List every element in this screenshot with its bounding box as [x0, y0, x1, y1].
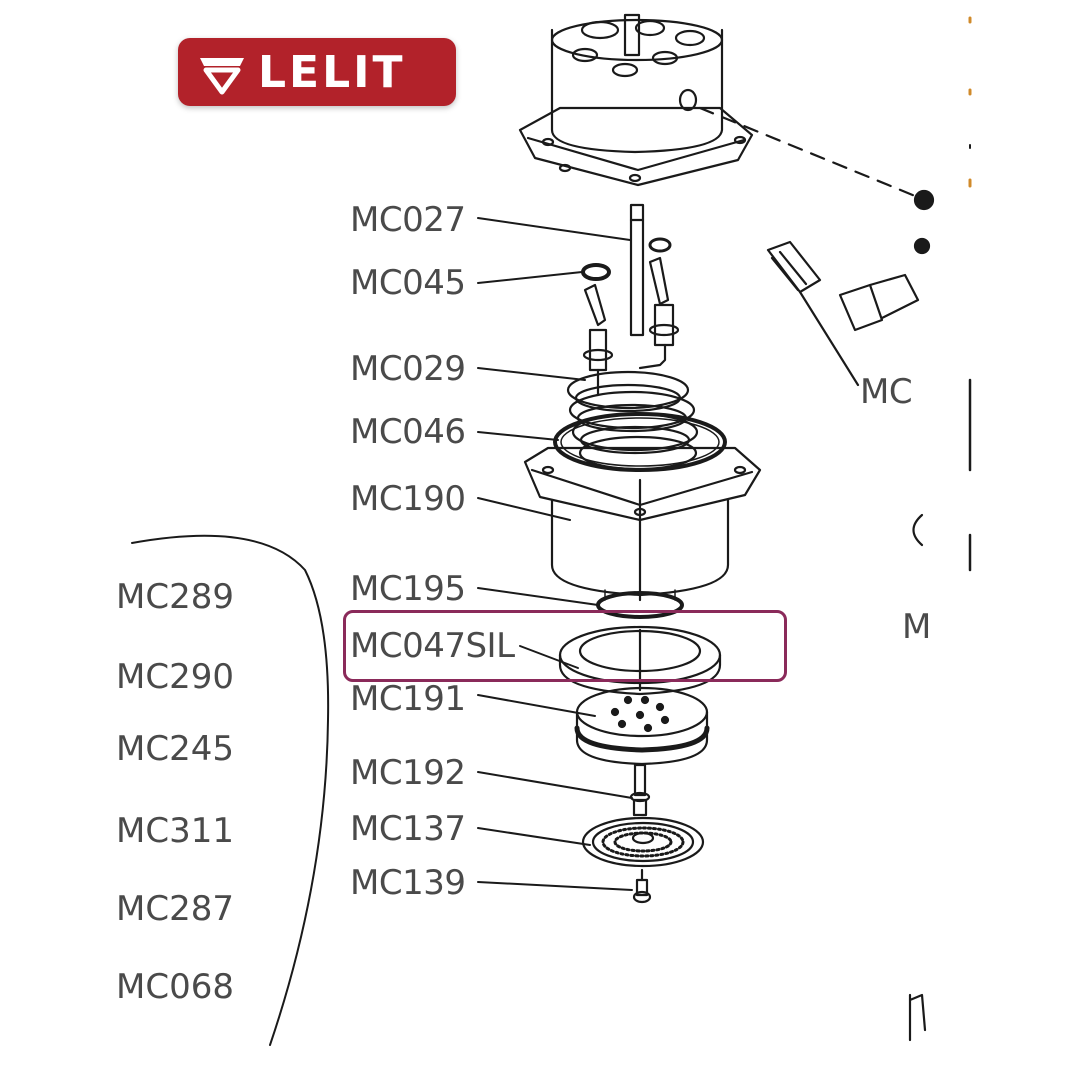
leader-lines — [477, 217, 633, 891]
left-group-bracket — [131, 534, 330, 1046]
callout-label-mc192: MC192 — [350, 753, 466, 793]
boiler-mc190 — [523, 446, 762, 602]
right-partial-label-2: M — [902, 607, 931, 647]
lelit-emblem-icon — [200, 58, 244, 95]
right-fitting-node — [913, 189, 935, 211]
right-fittings — [766, 240, 920, 387]
lelit-logo: LELIT — [178, 38, 456, 106]
callout-label-mc139: MC139 — [350, 863, 466, 903]
highlight-box-mc047sil — [343, 610, 787, 682]
left-list-item: MC068 — [116, 967, 234, 1007]
callout-label-mc190: MC190 — [350, 479, 466, 519]
group-head-housing — [518, 13, 754, 187]
left-list-clip: MC289 MC290 MC245 MC311 MC287 MC068 — [116, 560, 332, 1040]
right-edge-fragments — [908, 16, 972, 1042]
left-list-item: MC311 — [116, 811, 234, 851]
right-fitting-node-2 — [913, 237, 931, 255]
right-partial-label-1: MC — [860, 372, 913, 412]
gasket-mc047sil — [558, 625, 722, 696]
shower-screen-mc137 — [581, 816, 705, 868]
left-list-item: MC289 — [116, 577, 234, 617]
callout-label-mc191: MC191 — [350, 679, 466, 719]
left-list-item: MC290 — [116, 657, 234, 697]
rod-mc027 — [629, 203, 645, 337]
logo-wordmark: LELIT — [258, 46, 406, 98]
oring-top — [648, 237, 672, 253]
heating-element-mc029 — [566, 256, 699, 471]
gasket-mc046-inner — [560, 417, 720, 467]
screw-mc192 — [629, 763, 651, 817]
callout-label-mc137: MC137 — [350, 809, 466, 849]
diffuser-mc191 — [574, 686, 710, 766]
oring-mc045 — [581, 263, 611, 281]
left-list-item: MC245 — [116, 729, 234, 769]
callout-label-mc046: MC046 — [350, 412, 466, 452]
callout-label-mc029: MC029 — [350, 349, 466, 389]
left-list-item: MC287 — [116, 889, 234, 929]
gasket-mc046 — [553, 412, 727, 472]
callout-label-mc027: MC027 — [350, 200, 466, 240]
callout-label-mc195: MC195 — [350, 569, 466, 609]
screw-mc139 — [632, 868, 652, 904]
callout-label-mc047sil: MC047SIL — [350, 626, 515, 666]
callout-label-mc045: MC045 — [350, 263, 466, 303]
dashed-leader — [698, 106, 922, 200]
